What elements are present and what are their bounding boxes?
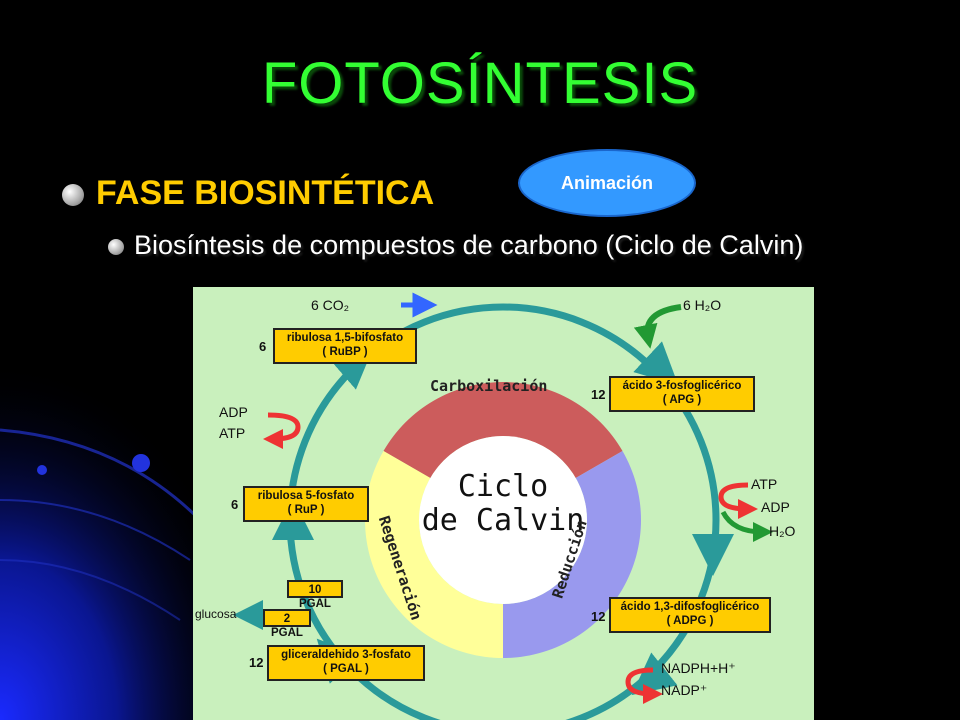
segment-regeneracion [365, 451, 503, 658]
calvin-cycle-diagram: 6 CO₂ 6 H₂O ADP ATP ATP ADP H₂O glucosa … [193, 287, 814, 720]
bullet-fase-biosintetica: FASE BIOSINTÉTICA [62, 174, 434, 213]
box-pgal: gliceraldehido 3-fosfato ( PGAL ) [267, 645, 425, 681]
box-10-pgal: 10 PGAL [287, 580, 343, 610]
label-glucosa: glucosa [195, 607, 237, 621]
label-h2o-in: 6 H₂O [683, 297, 722, 313]
animation-button-label: Animación [560, 172, 653, 193]
label-adp-left: ADP [219, 404, 248, 420]
count-apg: 12 [591, 387, 606, 402]
box-pgal-line2: ( PGAL ) [323, 663, 369, 675]
slide-title: FOTOSÍNTESIS [261, 51, 699, 116]
count-pgal: 12 [249, 655, 264, 670]
box-rup-line1: ribulosa 5-fosfato [257, 490, 355, 502]
bullet-dot-icon [62, 184, 84, 207]
center-line1: Ciclo [457, 469, 549, 504]
center-line2: de Calvin [421, 503, 585, 538]
label-adp-right: ADP [761, 499, 790, 515]
label-atp-right: ATP [751, 476, 778, 492]
count-rubp: 6 [259, 339, 267, 354]
count-rup: 6 [231, 497, 239, 512]
box-apg-line1: ácido 3-fosfoglicérico [622, 380, 742, 392]
segment-reduccion [503, 451, 641, 658]
box-adpg: ácido 1,3-difosfoglicérico ( ADPG ) [609, 597, 771, 633]
label-h2o-out: H₂O [769, 523, 796, 539]
box-rubp: ribulosa 1,5-bifosfato ( RuBP ) [273, 328, 417, 364]
bullet-dot-icon [108, 238, 124, 255]
box-2-pgal: 2 PGAL [263, 609, 311, 639]
label-nadph: NADPH+H⁺ [661, 660, 736, 676]
box-adpg-line2: ( ADPG ) [666, 615, 714, 627]
label-nadp: NADP⁺ [661, 682, 708, 698]
animation-button[interactable]: Animación [518, 149, 696, 217]
cycle-graphics [233, 292, 773, 720]
box-adpg-line1: ácido 1,3-difosfoglicérico [620, 601, 760, 613]
center-title: Ciclo de Calvin [413, 470, 593, 538]
box-pgal-line1: gliceraldehido 3-fosfato [281, 649, 411, 661]
box-2-pgal-text: 2 PGAL [271, 613, 303, 639]
bullet-biosintesis: Biosíntesis de compuestos de carbono (Ci… [108, 230, 803, 261]
box-apg: ácido 3-fosfoglicérico ( APG ) [609, 376, 755, 412]
label-co2: 6 CO₂ [311, 297, 350, 313]
label-atp-left: ATP [219, 425, 246, 441]
count-adpg: 12 [591, 609, 606, 624]
box-rubp-line2: ( RuBP ) [322, 346, 368, 358]
box-10-pgal-text: 10 PGAL [299, 584, 331, 610]
segment-carboxilacion [383, 382, 623, 478]
bullet1-text: FASE BIOSINTÉTICA [96, 174, 435, 212]
box-rubp-line1: ribulosa 1,5-bifosfato [286, 332, 404, 344]
box-apg-line2: ( APG ) [662, 394, 702, 406]
box-rup: ribulosa 5-fosfato ( RuP ) [243, 486, 369, 522]
bullet2-text: Biosíntesis de compuestos de carbono (Ci… [134, 230, 804, 260]
segment-label-carboxilacion: Carboxilación [430, 377, 548, 395]
box-rup-line2: ( RuP ) [287, 504, 325, 516]
